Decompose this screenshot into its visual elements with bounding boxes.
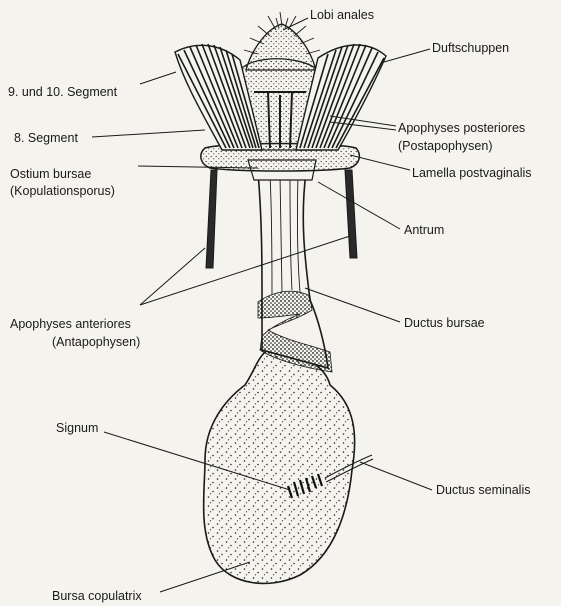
label-lobi-anales: Lobi anales	[310, 8, 374, 22]
leader-ductus-seminalis	[360, 462, 432, 490]
leader-segment-8	[92, 130, 205, 137]
apophysis-anterior-right	[345, 170, 357, 258]
leader-duftschuppen	[384, 49, 430, 62]
label-duftschuppen: Duftschuppen	[432, 41, 509, 55]
label-apophyses-posteriores: Apophyses posteriores	[398, 121, 525, 135]
lobi-anales-shape	[246, 24, 316, 70]
leader-ductus-bursae	[305, 288, 400, 322]
label-segment-8: 8. Segment	[14, 131, 78, 145]
label-antapophysen: (Antapophysen)	[52, 335, 140, 349]
leader-lamella-postvaginalis	[350, 155, 410, 170]
label-ostium-bursae: Ostium bursae	[10, 167, 91, 181]
label-lamella-postvaginalis: Lamella postvaginalis	[412, 166, 532, 180]
label-ductus-bursae: Ductus bursae	[404, 316, 485, 330]
label-apophyses-anteriores: Apophyses anteriores	[10, 317, 131, 331]
label-antrum: Antrum	[404, 223, 444, 237]
label-signum: Signum	[56, 421, 98, 435]
leader-apophyses-anteriores-2	[140, 236, 350, 305]
apophysis-anterior-left	[206, 170, 217, 268]
bursa-copulatrix-shape	[204, 350, 355, 583]
label-bursa-copulatrix: Bursa copulatrix	[52, 589, 142, 603]
leader-antrum	[318, 182, 400, 229]
label-segment-9-10: 9. und 10. Segment	[8, 85, 118, 99]
leader-lobi-anales	[283, 18, 308, 30]
label-postapophysen: (Postapophysen)	[398, 139, 493, 153]
leader-segment-9-10	[140, 72, 176, 84]
leader-apophyses-anteriores-1	[140, 248, 205, 305]
label-kopulationsporus: (Kopulationsporus)	[10, 184, 115, 198]
label-ductus-seminalis: Ductus seminalis	[436, 483, 530, 497]
